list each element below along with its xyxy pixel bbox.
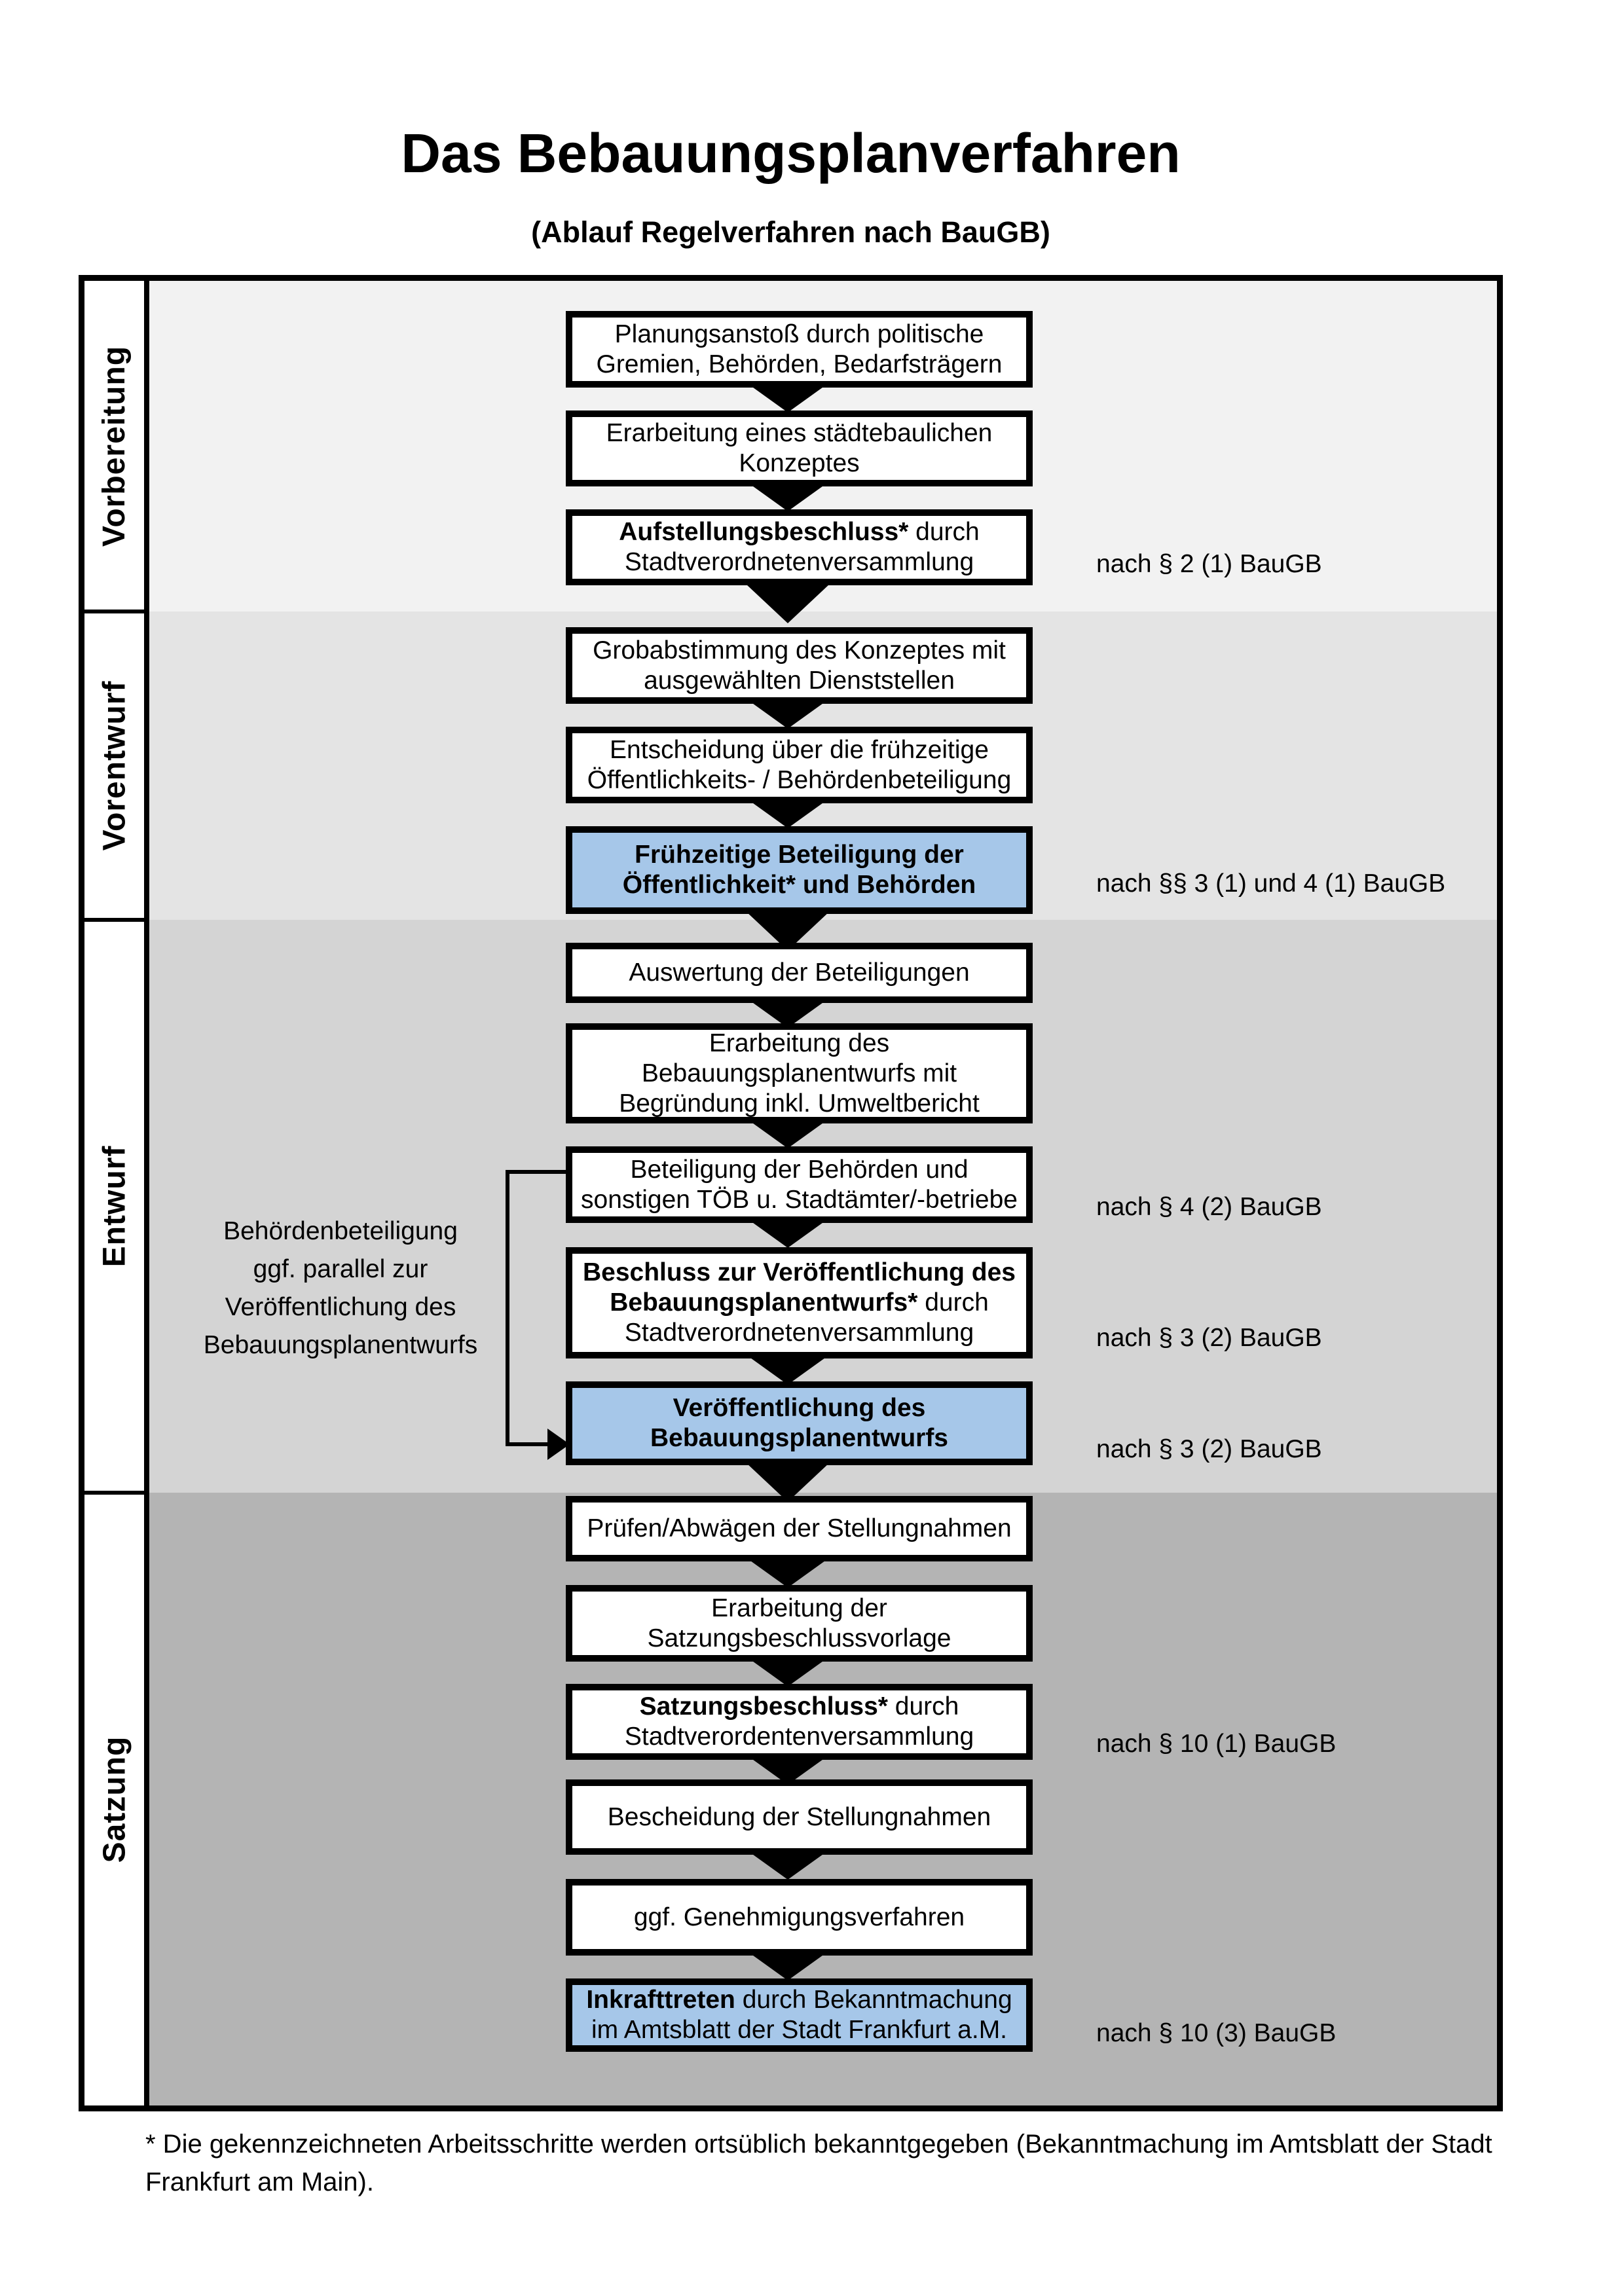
flow-box-line: Inkrafttreten durch Bekanntmachung bbox=[586, 1986, 1012, 2014]
flow-box-line: Auswertung der Beteiligungen bbox=[629, 958, 970, 987]
flow-box-pruefen-abwaegen: Prüfen/Abwägen der Stellungnahmen bbox=[566, 1496, 1033, 1561]
phase-separator-line bbox=[84, 1491, 149, 1495]
page-title: Das Bebauungsplanverfahren bbox=[401, 122, 1181, 184]
flow-box-line: Begründung inkl. Umweltbericht bbox=[619, 1089, 980, 1118]
flow-box-line: Prüfen/Abwägen der Stellungnahmen bbox=[587, 1514, 1012, 1542]
down-arrow-icon bbox=[746, 1463, 830, 1502]
page-subtitle: (Ablauf Regelverfahren nach BauGB) bbox=[531, 215, 1050, 249]
flow-box-line: im Amtsblatt der Stadt Frankfurt a.M. bbox=[591, 2016, 1008, 2044]
flow-box-line: Stadtverordnetenversammlung bbox=[624, 548, 974, 576]
flow-box-line: Stadtverordentenversammlung bbox=[624, 1722, 974, 1751]
phase-label-vorbereitung: Vorbereitung bbox=[84, 281, 144, 611]
legal-reference: nach § 3 (2) BauGB bbox=[1096, 1435, 1322, 1463]
flow-box-line: Bescheidung der Stellungnahmen bbox=[607, 1802, 991, 1831]
legal-reference: nach § 10 (3) BauGB bbox=[1096, 2019, 1337, 2047]
legal-reference: nach § 4 (2) BauGB bbox=[1096, 1193, 1322, 1221]
flow-box-line: Bebauungsplanentwurfs bbox=[650, 1424, 949, 1452]
flow-box-line: Grobabstimmung des Konzeptes mit bbox=[593, 636, 1006, 665]
flow-box-auswertung-beteiligungen: Auswertung der Beteiligungen bbox=[566, 943, 1033, 1003]
footnote-line: * Die gekennzeichneten Arbeitsschritte w… bbox=[145, 2130, 1492, 2159]
flow-box-line: Konzeptes bbox=[739, 449, 860, 477]
flow-box-line: Satzungsbeschluss* durch bbox=[639, 1692, 959, 1721]
parallel-procedure-note-line: Bebauungsplanentwurfs bbox=[203, 1331, 478, 1359]
legal-reference: nach § 3 (2) BauGB bbox=[1096, 1324, 1322, 1352]
down-arrow-icon bbox=[746, 584, 830, 623]
footnote-line: Frankfurt am Main). bbox=[145, 2168, 374, 2196]
flow-box-line: Öffentlichkeit* und Behörden bbox=[622, 871, 976, 899]
flow-box-line: Erarbeitung eines städtebaulichen bbox=[606, 419, 993, 447]
legal-reference: nach § 10 (1) BauGB bbox=[1096, 1730, 1337, 1758]
connector-top-line bbox=[506, 1170, 566, 1174]
flow-box-line: ggf. Genehmigungsverfahren bbox=[633, 1903, 965, 1931]
phase-separator-line bbox=[84, 610, 149, 613]
flow-box-line: ausgewählten Dienststellen bbox=[644, 666, 955, 695]
flow-box-line: Planungsanstoß durch politische bbox=[614, 319, 984, 348]
phase-separator-line bbox=[84, 918, 149, 922]
down-arrow-icon bbox=[746, 1355, 830, 1385]
flow-box-line: Veröffentlichung des bbox=[673, 1394, 926, 1422]
phase-column-divider bbox=[144, 281, 149, 2105]
flow-box-line: Stadtverordnetenversammlung bbox=[624, 1319, 974, 1347]
flow-box-line: Gremien, Behörden, Bedarfsträgern bbox=[596, 350, 1003, 378]
flow-box-line: Bebauungsplanentwurfs* durch bbox=[610, 1288, 989, 1317]
parallel-procedure-note-line: ggf. parallel zur bbox=[253, 1255, 428, 1283]
flow-box-line: sonstigen TÖB u. Stadtämter/-betriebe bbox=[581, 1185, 1018, 1214]
flow-box-line: Frühzeitige Beteiligung der bbox=[635, 841, 964, 869]
flow-box-genehmigungsverfahren: ggf. Genehmigungsverfahren bbox=[566, 1879, 1033, 1956]
flow-box-line: Beteiligung der Behörden und bbox=[630, 1155, 969, 1184]
flow-box-line: Öffentlichkeits- / Behördenbeteiligung bbox=[587, 765, 1012, 794]
parallel-procedure-note-line: Behördenbeteiligung bbox=[223, 1217, 458, 1245]
down-arrow-icon bbox=[746, 1558, 830, 1588]
flow-box-line: Beschluss zur Veröffentlichung des bbox=[583, 1258, 1016, 1286]
flow-box-line: Erarbeitung des bbox=[709, 1029, 890, 1057]
legal-reference: nach § 2 (1) BauGB bbox=[1096, 550, 1322, 578]
flow-box-line: Erarbeitung der bbox=[711, 1594, 887, 1622]
phase-label-entwurf: Entwurf bbox=[84, 920, 144, 1493]
connector-vertical-line bbox=[506, 1170, 509, 1446]
flow-box-line: Entscheidung über die frühzeitige bbox=[610, 735, 989, 764]
flow-box-line: Aufstellungsbeschluss* durch bbox=[619, 518, 980, 546]
flow-box-line: Bebauungsplanentwurfs mit bbox=[641, 1059, 957, 1087]
footnote: * Die gekennzeichneten Arbeitsschritte w… bbox=[145, 2125, 1534, 2201]
phase-label-satzung: Satzung bbox=[84, 1493, 144, 2105]
legal-reference: nach §§ 3 (1) und 4 (1) BauGB bbox=[1096, 869, 1446, 898]
parallel-procedure-note-line: Veröffentlichung des bbox=[225, 1293, 456, 1321]
phase-label-vorentwurf: Vorentwurf bbox=[84, 611, 144, 920]
flow-box-line: Satzungsbeschlussvorlage bbox=[647, 1624, 951, 1652]
flow-box-bescheidung-stellungnahmen: Bescheidung der Stellungnahmen bbox=[566, 1779, 1033, 1855]
connector-bottom-line bbox=[506, 1442, 547, 1446]
